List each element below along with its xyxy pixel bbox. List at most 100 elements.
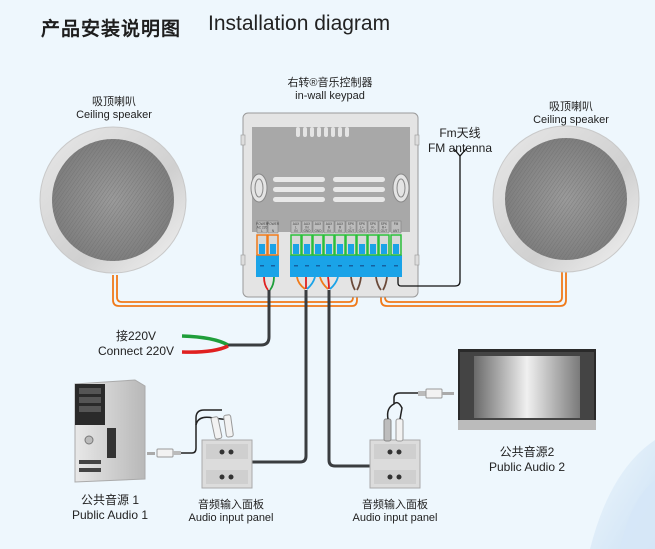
terminal-label-text: L bbox=[261, 229, 263, 233]
terminal-label-box bbox=[312, 220, 324, 234]
keypad-label-cn: 右转®音乐控制器 bbox=[287, 77, 373, 89]
panel2-label-en: Audio input panel bbox=[352, 512, 438, 524]
terminal-label-text: IN bbox=[327, 229, 331, 233]
keypad-label-en: in-wall keypad bbox=[295, 90, 365, 102]
terminal-screw bbox=[259, 244, 265, 254]
antenna-label-cn: Fm天线 bbox=[439, 126, 481, 140]
antenna-label: Fm天线 FM antenna bbox=[420, 126, 500, 156]
terminal-label-text: ANT bbox=[393, 229, 399, 233]
keypad-wiring bbox=[263, 276, 388, 291]
terminal-label-text: POWER bbox=[256, 222, 269, 226]
terminal-slot bbox=[382, 265, 386, 267]
terminal-label-text: GND bbox=[314, 229, 322, 233]
speaker-wire-left-b bbox=[116, 275, 354, 303]
terminal-label-text: POWER bbox=[267, 222, 280, 226]
pc-audio-cable bbox=[147, 409, 231, 458]
source1-label: 公共音源 1 Public Audio 1 bbox=[60, 493, 160, 523]
terminal-slot bbox=[360, 265, 364, 267]
terminal-label-text: AUX bbox=[326, 222, 333, 226]
terminal-label-box bbox=[345, 220, 357, 234]
terminal-label-text: GND bbox=[303, 229, 311, 233]
terminal-label-box bbox=[390, 220, 402, 234]
panel2-label: 音频输入面板 Audio input panel bbox=[335, 499, 455, 525]
terminal-label-box bbox=[256, 220, 268, 234]
desktop-computer bbox=[74, 379, 146, 483]
terminal-label-text: R- bbox=[371, 226, 374, 230]
terminal-slot bbox=[327, 265, 331, 267]
terminal-label-text: AC 220 bbox=[257, 226, 268, 230]
speaker-left-label-en: Ceiling speaker bbox=[76, 109, 152, 121]
terminal-screw bbox=[359, 244, 365, 254]
terminal-label-box bbox=[267, 220, 279, 234]
power-label-cn: 接220V bbox=[115, 329, 157, 343]
terminal-label-box bbox=[301, 220, 313, 234]
terminal-label-text: IN bbox=[338, 229, 342, 233]
terminal-label-text: AUX bbox=[304, 222, 311, 226]
terminal-label-text: SPK bbox=[381, 222, 388, 226]
speaker-wires bbox=[112, 272, 567, 307]
audio-cable-panel1 bbox=[250, 290, 308, 464]
terminal-base-power bbox=[256, 255, 279, 277]
terminal-label-text: AUX bbox=[315, 222, 322, 226]
terminal-slot bbox=[294, 265, 298, 267]
terminal-label-text: OUT bbox=[381, 229, 388, 233]
terminal-label-text: AUX bbox=[337, 222, 344, 226]
source2-label-en: Public Audio 2 bbox=[488, 460, 566, 474]
page-title-chinese: 产品安装说明图 bbox=[41, 18, 182, 40]
speaker-wire-right-a bbox=[380, 272, 567, 307]
keypad-label: 右转®音乐控制器 in-wall keypad bbox=[270, 77, 390, 103]
fm-antenna-wire bbox=[397, 148, 467, 287]
terminal-screw bbox=[270, 244, 276, 254]
terminal-label-text: R bbox=[328, 226, 331, 230]
terminal-label-text: OUT bbox=[348, 229, 355, 233]
panel1-label: 音频输入面板 Audio input panel bbox=[171, 499, 291, 525]
panel1-label-en: Audio input panel bbox=[188, 512, 274, 524]
terminal-slot bbox=[394, 265, 398, 267]
panel1-label-cn: 音频输入面板 bbox=[198, 499, 264, 511]
terminal-screw bbox=[326, 244, 332, 254]
terminal-screw bbox=[304, 244, 310, 254]
speaker-wire-right-b bbox=[384, 272, 563, 303]
terminal-screw bbox=[348, 244, 354, 254]
ceiling-speaker-right bbox=[492, 125, 640, 273]
terminal-label-box bbox=[378, 220, 390, 234]
antenna-label-en: FM antenna bbox=[427, 141, 493, 155]
panel2-label-cn: 音频输入面板 bbox=[362, 499, 428, 511]
terminal-label-text: OUT bbox=[359, 229, 366, 233]
terminal-label-text: IN bbox=[305, 226, 309, 230]
television bbox=[458, 349, 596, 430]
terminal-screw bbox=[315, 244, 321, 254]
source1-label-en: Public Audio 1 bbox=[71, 508, 149, 522]
terminal-slot bbox=[305, 265, 309, 267]
audio-cables bbox=[250, 290, 372, 468]
terminal-screw bbox=[381, 244, 387, 254]
audio-input-panel-1 bbox=[201, 414, 253, 489]
terminal-label-text: R+ bbox=[382, 226, 386, 230]
power-cable bbox=[181, 290, 271, 354]
power-label-en: Connect 220V bbox=[97, 344, 175, 358]
source2-label-cn: 公共音源2 bbox=[499, 445, 555, 459]
terminal-slot bbox=[349, 265, 353, 267]
terminal-label-text: AUX bbox=[293, 222, 300, 226]
speaker-right-label-cn: 吸顶喇叭 bbox=[549, 101, 593, 113]
terminal-screw bbox=[337, 244, 343, 254]
power-label: 接220V Connect 220V bbox=[86, 329, 186, 359]
audio-cable-panel2 bbox=[327, 290, 372, 468]
terminal-label-box bbox=[334, 220, 346, 234]
speaker-left-label: 吸顶喇叭 Ceiling speaker bbox=[54, 96, 174, 122]
terminal-label-text: SPK bbox=[359, 222, 366, 226]
terminal-label-box bbox=[323, 220, 335, 234]
terminal-label-box bbox=[356, 220, 368, 234]
terminal-slot bbox=[371, 265, 375, 267]
terminal-label-box bbox=[290, 220, 302, 234]
terminal-label-text: SPK bbox=[348, 222, 355, 226]
speaker-right-label: 吸顶喇叭 Ceiling speaker bbox=[511, 101, 631, 127]
terminal-screw bbox=[393, 244, 399, 254]
terminal-slot bbox=[271, 265, 275, 267]
terminal-base-spk bbox=[345, 255, 390, 277]
terminal-slot bbox=[338, 265, 342, 267]
tv-audio-cable bbox=[386, 388, 454, 420]
terminal-slot bbox=[316, 265, 320, 267]
